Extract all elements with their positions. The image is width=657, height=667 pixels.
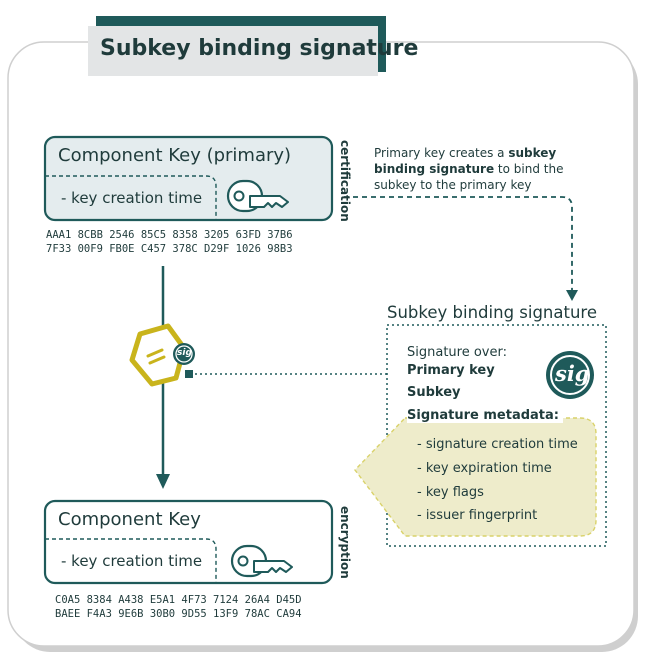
key-icon [226,179,289,213]
primary-fingerprint-line-1: AAA1 8CBB 2546 85C5 8358 3205 63FD 37B6 [46,229,293,241]
binding-arrow-head [156,474,170,489]
binding-note-text-1: Primary key creates a [374,146,509,160]
title-plate [88,26,378,76]
metadata-item: - signature creation time [417,437,578,452]
subkey-fingerprint-line-2: BAEE F4A3 9E6B 30B0 9D55 13F9 78AC CA94 [55,608,302,620]
primary-field-divider [45,175,217,220]
subkey-capability: encryption [338,506,352,579]
signature-tag-icon [129,323,195,387]
primary-key-field: - key creation time [61,189,203,207]
subkey-title: Component Key [58,509,201,530]
sig-seal-label: sig [555,361,590,386]
signature-item-subkey: Subkey [407,385,461,400]
metadata-item: - key expiration time [417,461,552,476]
subkey-field: - key creation time [61,552,203,570]
primary-fingerprint-line-2: 7F33 00F9 FB0E C457 378C D29F 1026 98B3 [46,243,293,255]
subkey-fingerprint-line-1: C0A5 8384 A438 E5A1 4F73 7124 26A4 D45D [55,594,302,606]
page-title: Subkey binding signature [100,36,419,61]
signature-over-label: Signature over: [407,345,507,360]
signature-title: Subkey binding signature [387,303,598,322]
tag-connector-end [185,370,193,378]
primary-key-capability: certification [338,140,352,222]
key-icon [230,544,293,578]
signature-item-metadata: Signature metadata: [407,408,563,423]
metadata-item: - key flags [417,485,484,500]
sig-seal-icon [546,351,594,399]
signature-item-primary: Primary key [407,363,495,378]
binding-note: Primary key creates a subkey binding sig… [374,145,606,193]
create-signature-arrow-head [566,290,578,301]
binding-note-bold: subkey binding signature [374,146,557,176]
subkey-field-divider [45,538,217,583]
binding-note-text-2: to bind the subkey to the primary key [374,162,564,192]
metadata-item: - issuer fingerprint [417,508,538,523]
create-signature-arrow [344,196,573,290]
primary-key-title: Component Key (primary) [58,145,292,166]
tag-seal-label: sig [177,348,192,358]
metadata-highlight [354,417,597,537]
